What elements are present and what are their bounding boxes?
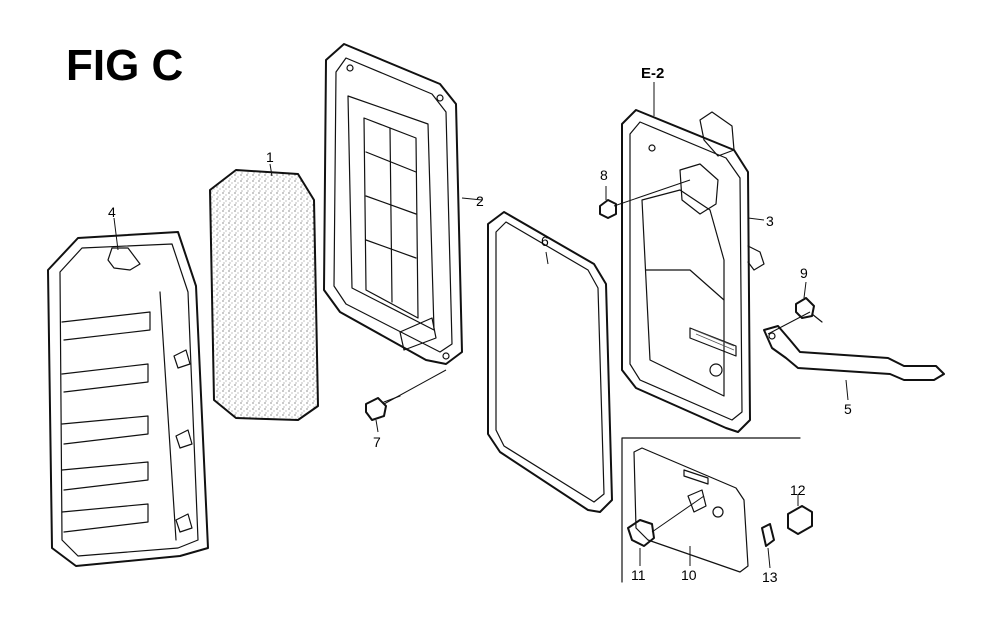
- callout-11: 11: [631, 567, 646, 583]
- part-6-gasket: [487, 211, 613, 513]
- detail-inset: [621, 437, 813, 583]
- callout-7: 7: [373, 434, 381, 450]
- callout-3: 3: [766, 213, 774, 229]
- reference-label-e2: E-2: [641, 65, 664, 82]
- part-12-cap: [787, 505, 813, 535]
- callout-8: 8: [600, 167, 608, 183]
- callout-12: 12: [790, 482, 806, 498]
- callout-5: 5: [844, 401, 852, 417]
- leader-lines: [113, 82, 849, 569]
- figure-title: FIG C: [66, 41, 183, 90]
- callout-2: 2: [476, 193, 484, 209]
- part-3-base-plate: [621, 109, 765, 433]
- callout-1: 1: [266, 149, 274, 165]
- callout-9: 9: [800, 265, 808, 281]
- part-9-bolt: [795, 297, 823, 323]
- callout-4: 4: [108, 204, 116, 220]
- callout-10: 10: [681, 567, 697, 583]
- callout-6: 6: [541, 233, 549, 249]
- part-5-bracket: [763, 325, 945, 381]
- part-2-case: [323, 43, 463, 365]
- part-4-cover: [47, 231, 209, 567]
- part-7-bolt: [365, 395, 401, 421]
- part-8-nut: [599, 199, 617, 219]
- part-11-drain-plug: [627, 519, 655, 547]
- callout-13: 13: [762, 569, 778, 585]
- part-1-filter-element: [209, 169, 319, 421]
- part-13-clip: [761, 523, 775, 547]
